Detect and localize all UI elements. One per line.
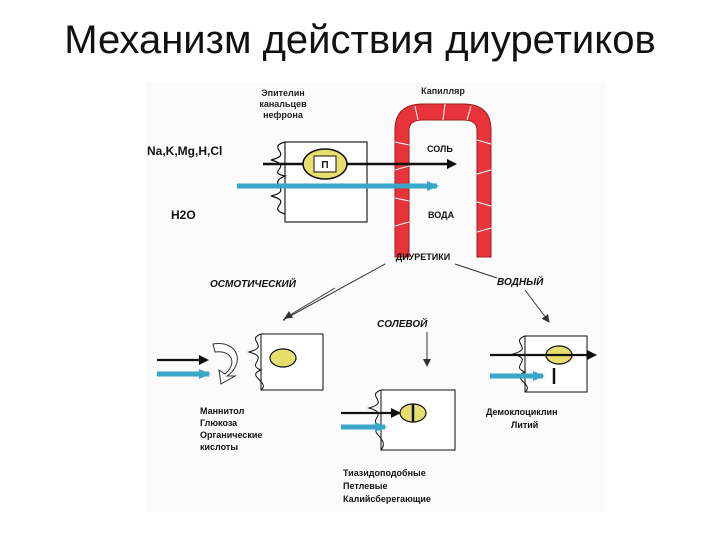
ions-label: Na,K,Mg,H,Cl <box>147 144 222 158</box>
osmotic-carrier <box>269 348 297 368</box>
osmotic-label: ОСМОТИЧЕСКИЙ <box>210 277 297 290</box>
brush-border <box>270 141 288 215</box>
aquatic-drug-2: Литий <box>511 420 538 430</box>
arrow-to-aquatic <box>454 263 498 279</box>
capillary-cell-lines <box>394 103 492 233</box>
pump-label: П <box>321 160 328 171</box>
h2o-label: H2O <box>171 208 196 222</box>
arrow-aquatic-tip <box>524 289 550 323</box>
osmotic-drug-2: Глюкоза <box>200 418 238 428</box>
epithelium-label-line2: канальцев <box>259 99 307 109</box>
diagram-svg: Эпителин канальцев нефрона Капилляр Na,K… <box>147 86 597 504</box>
saline-drug-1: Тиазидоподобные <box>343 468 426 478</box>
osmotic-brush-border <box>247 333 264 391</box>
capillary-wall <box>394 103 492 258</box>
epithelium-label-line3: нефрона <box>263 110 304 120</box>
water-label: ВОДА <box>428 210 455 220</box>
saline-brush-border <box>367 389 384 451</box>
osmotic-drug-4: кислоты <box>200 442 238 452</box>
aquatic-brush-border <box>511 335 528 393</box>
arrow-to-osmotic <box>282 263 386 321</box>
slide-title: Механизм действия диуретиков <box>64 18 656 62</box>
diuretics-label: ДИУРЕТИКИ <box>396 252 450 262</box>
saline-cell <box>380 389 456 451</box>
epithelium-label-line1: Эпителин <box>261 88 304 98</box>
aquatic-drug-1: Демоклоциклин <box>486 407 558 417</box>
diuretics-diagram: Эпителин канальцев нефрона Капилляр Na,K… <box>145 82 605 512</box>
osmotic-drug-3: Органические <box>200 430 262 440</box>
osmotic-return-arrow <box>212 343 238 385</box>
saline-label: СОЛЕВОЙ <box>377 317 428 330</box>
capillary-label: Капилляр <box>421 86 465 96</box>
aquatic-label: ВОДНЫЙ <box>497 275 544 288</box>
arrow-osmotic-tip <box>284 287 336 319</box>
saline-drug-2: Петлевые <box>343 481 387 491</box>
pump-box <box>313 155 337 173</box>
salt-label: СОЛЬ <box>427 144 453 154</box>
osmotic-drug-1: Маннитол <box>200 406 245 416</box>
saline-drug-3: Калийсберегающие <box>343 494 431 504</box>
